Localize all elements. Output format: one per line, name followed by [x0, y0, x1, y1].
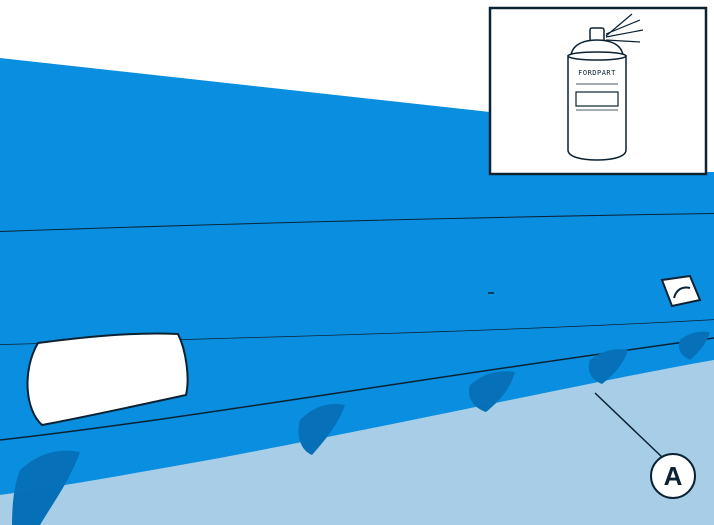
- under-fin-3: [468, 371, 515, 412]
- bumper-underside: [0, 360, 714, 525]
- spray-can-icon: FORDPART: [567, 13, 644, 161]
- clip-detail: [673, 286, 691, 299]
- inset-panel: FORDPART: [488, 6, 708, 176]
- callout-a-label: A: [664, 461, 683, 491]
- under-fin-2: [298, 403, 345, 455]
- under-fin-1: [12, 450, 80, 525]
- under-fin-5: [678, 331, 710, 360]
- callout-a: A: [594, 392, 696, 499]
- bumper-upper-panel: [0, 58, 714, 232]
- callout-a-circle: [650, 453, 696, 499]
- can-body: [567, 55, 627, 161]
- callout-a-leader: [594, 392, 664, 459]
- clip-opening: [660, 274, 702, 308]
- under-fin-4: [588, 349, 628, 384]
- spray-mist: [605, 13, 644, 43]
- can-label-box: [575, 91, 619, 107]
- bumper-middle-band: [0, 214, 714, 345]
- can-label-text: FORDPART: [578, 69, 616, 77]
- bumper-part: [0, 58, 714, 525]
- fog-lamp-opening: [26, 332, 189, 427]
- can-shoulder: [570, 39, 624, 56]
- can-rim: [567, 51, 627, 61]
- can-highlight: [576, 83, 618, 111]
- lower-lip-edge: [0, 337, 714, 441]
